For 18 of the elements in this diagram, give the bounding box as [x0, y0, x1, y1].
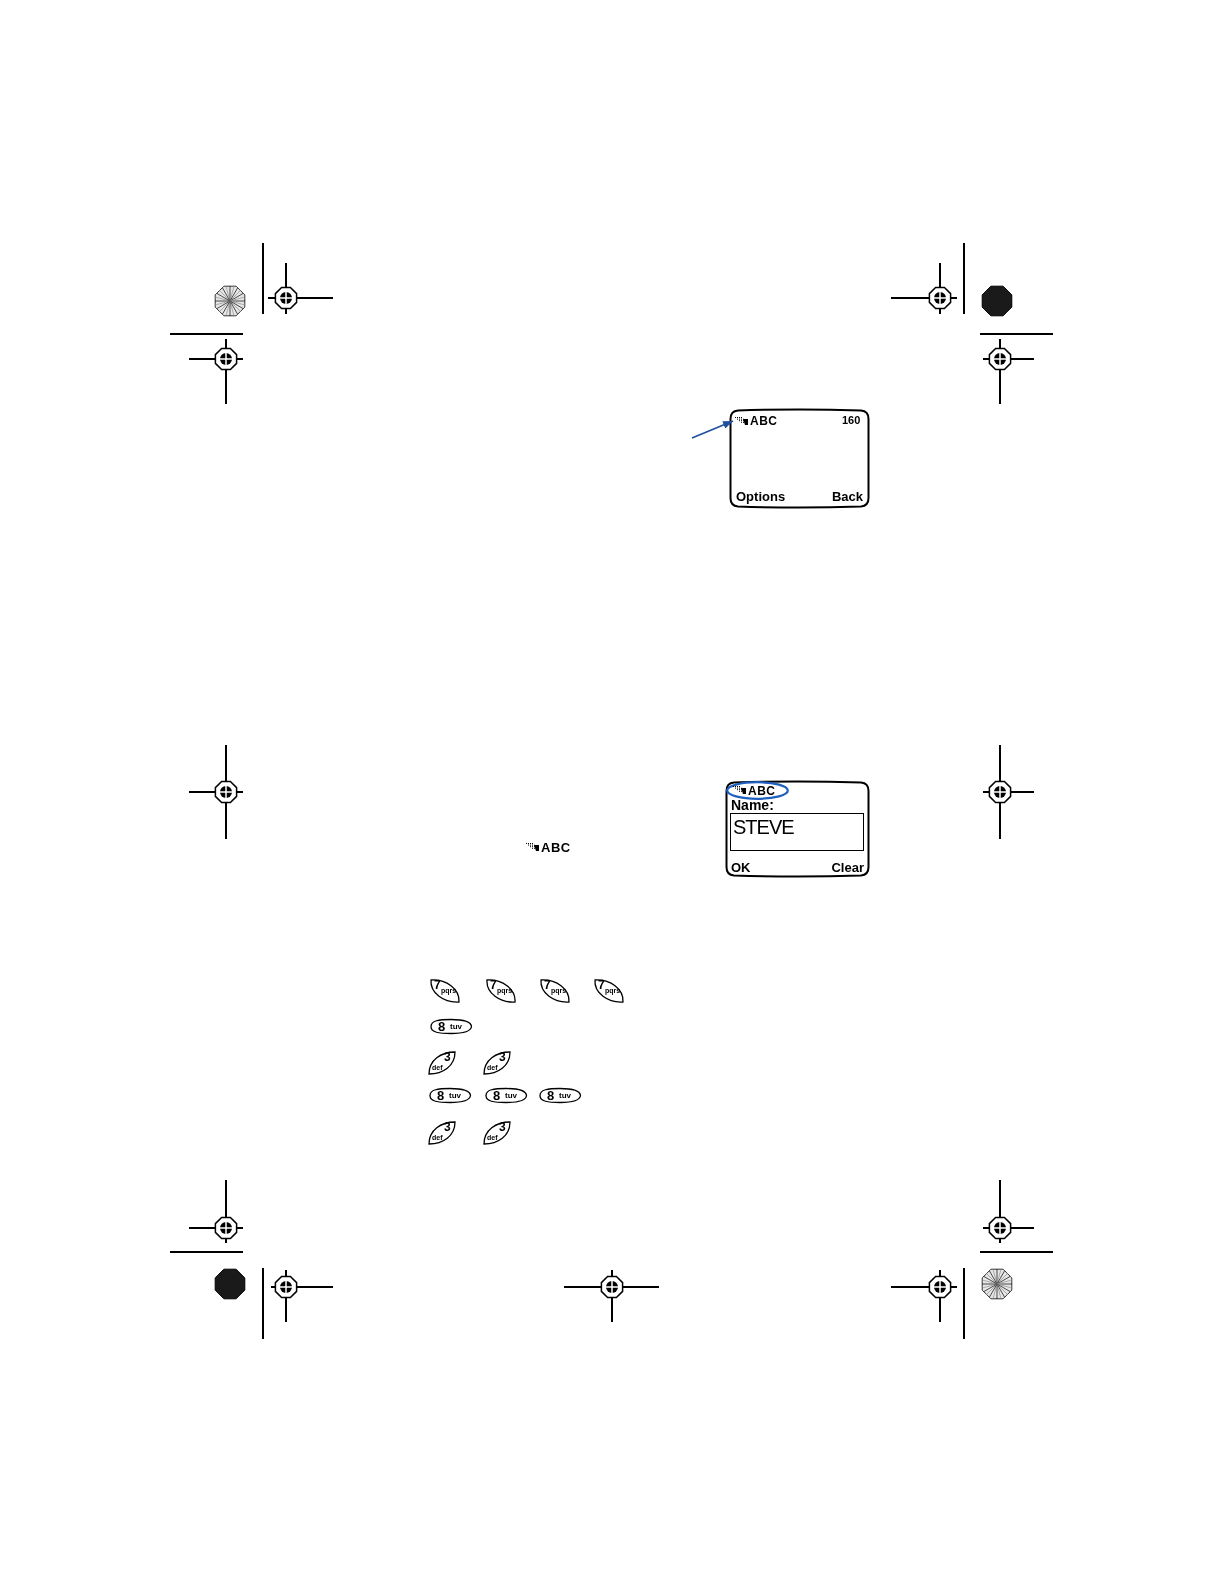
leader-arrow [691, 420, 734, 439]
character-counter: 160 [842, 415, 861, 426]
phone-key: 8 tuv [484, 1087, 528, 1104]
field-label: Name: [731, 798, 774, 812]
phone-screen [729, 409, 870, 508]
input-field: STEVE [730, 813, 864, 851]
phone-key: 8 tuv [428, 1087, 472, 1104]
mode-text: ABC [750, 415, 778, 427]
phone-screen [725, 781, 870, 877]
mode-text: ABC [748, 784, 776, 797]
softkey-label: Options [736, 490, 786, 503]
phone-key: 8 tuv [429, 1018, 473, 1035]
softkey-label: Back [831, 490, 863, 503]
softkey-label: OK [731, 861, 751, 874]
softkey-label: Clear [831, 861, 864, 874]
phone-key: 8 tuv [538, 1087, 582, 1104]
mode-text: ABC [541, 841, 571, 854]
highlight-ellipse [726, 781, 789, 800]
